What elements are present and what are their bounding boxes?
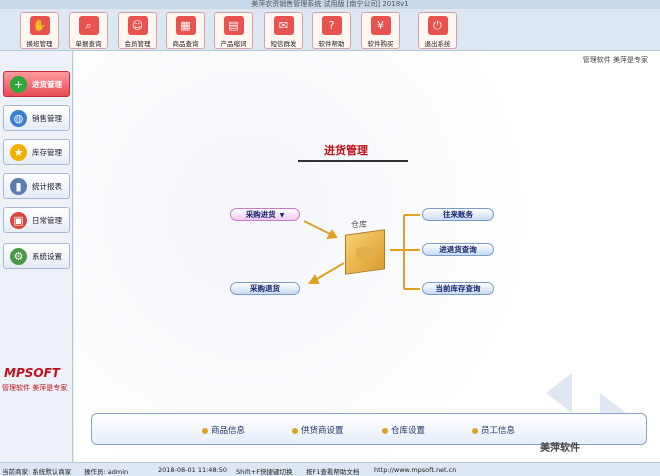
status-hint-shift: Shift+F快捷键切换	[236, 468, 293, 476]
link-warehouse-settings[interactable]: 仓库设置	[382, 424, 425, 436]
arrow-purchase-in-head	[326, 229, 338, 240]
page-title: 进货管理	[324, 144, 368, 157]
stock-query-button[interactable]: 当前库存查询	[422, 282, 494, 295]
toolbar-label: 短信群发	[270, 40, 297, 48]
bullet-icon	[382, 427, 388, 434]
purchase-return-button[interactable]: 采购退货	[230, 282, 300, 295]
bullet-icon	[202, 427, 208, 434]
toolbar-exit-button[interactable]: ⏻ 退出系统	[418, 12, 457, 49]
star-icon: ★	[10, 144, 27, 161]
toolbar-label: 软件购买	[367, 40, 394, 48]
link-staff-info[interactable]: 员工信息	[472, 424, 515, 436]
sidebar-item-daily[interactable]: ▣ 日常管理	[3, 207, 70, 233]
warehouse-label: 仓库	[351, 220, 367, 229]
warehouse-box-icon	[345, 229, 385, 275]
toolbar-product-button[interactable]: ▤ 产品缩词	[214, 12, 253, 49]
sidebar-item-reports[interactable]: ▮ 统计报表	[3, 173, 70, 199]
toolbar-label: 软件帮助	[318, 40, 345, 48]
brand-slogan: 管理软件 美萍是专家	[2, 384, 68, 392]
product-icon: ▤	[223, 16, 244, 35]
sidebar-item-label: 统计报表	[32, 182, 62, 191]
toolbar-label: 单据查询	[75, 40, 102, 48]
purchase-in-label: 采购进货	[245, 210, 276, 219]
sidebar-item-label: 日常管理	[32, 216, 62, 225]
link-label: 仓库设置	[391, 426, 426, 436]
calendar-icon: ▣	[10, 212, 27, 229]
link-label: 员工信息	[481, 426, 516, 436]
window-title: 美萍农资销售管理系统 试用版 [南宁公司] 2018v1	[0, 0, 660, 9]
status-website[interactable]: http://www.mpsoft.net.cn	[374, 466, 457, 474]
toolbar-label: 会员管理	[124, 40, 151, 48]
link-label: 供货商设置	[301, 426, 344, 436]
back-arrow-icon[interactable]	[546, 373, 572, 413]
status-company: 当前商家: 系统默认商家	[2, 468, 72, 476]
sidebar-item-inventory[interactable]: ★ 库存管理	[3, 139, 70, 165]
toolbar-help-button[interactable]: ? 软件帮助	[312, 12, 351, 49]
handshake-icon: ✋	[29, 16, 50, 35]
title-divider	[298, 160, 408, 162]
toolbar-sms-button[interactable]: ✉ 短信群发	[264, 12, 303, 49]
sidebar-item-label: 销售管理	[32, 114, 62, 123]
sms-icon: ✉	[273, 16, 294, 35]
tagline: 管理软件 美萍是专家	[582, 56, 648, 64]
bar-chart-icon: ▮	[10, 178, 27, 195]
toolbar-member-button[interactable]: ☺ 会员管理	[118, 12, 157, 49]
arrow-purchase-return-head	[308, 273, 320, 284]
sidebar-item-label: 库存管理	[32, 148, 62, 157]
watermark: 美萍软件	[540, 443, 580, 454]
status-bar: 当前商家: 系统默认商家 操作员: admin 2018-08-01 11:48…	[0, 462, 660, 476]
link-label: 商品信息	[211, 426, 246, 436]
purchase-icon: ¥	[370, 16, 391, 35]
globe-icon: ◍	[10, 110, 27, 127]
sidebar-item-label: 系统设置	[32, 252, 62, 261]
status-datetime: 2018-08-01 11:48:50	[158, 466, 228, 474]
brand-logo: MPSOFT	[4, 366, 60, 380]
bullet-icon	[292, 427, 298, 434]
gear-icon: ⚙	[10, 248, 27, 265]
member-icon: ☺	[127, 16, 148, 35]
exit-icon: ⏻	[427, 16, 448, 35]
status-hint-help: 按F1查看帮助文档	[306, 468, 360, 476]
toolbar-label: 商品查询	[172, 40, 199, 48]
sidebar-item-label: 进货管理	[32, 80, 62, 89]
toolbar-shift-button[interactable]: ✋ 换班管理	[20, 12, 59, 49]
sidebar-item-settings[interactable]: ⚙ 系统设置	[3, 243, 70, 269]
status-operator: 操作员: admin	[84, 468, 129, 476]
toolbar-label: 退出系统	[424, 40, 451, 48]
sidebar-item-purchase[interactable]: + 进货管理	[3, 71, 70, 97]
link-supplier-settings[interactable]: 供货商设置	[292, 424, 344, 436]
sidebar: + 进货管理 ◍ 销售管理 ★ 库存管理 ▮ 统计报表 ▣ 日常管理 ⚙ 系统设…	[0, 51, 73, 462]
purchase-in-button[interactable]: 采购进货▼	[230, 208, 300, 221]
bullet-icon	[472, 427, 478, 434]
ledger-button[interactable]: 往来账务	[422, 208, 494, 221]
quick-links-bar: 商品信息 供货商设置 仓库设置 员工信息	[91, 413, 647, 445]
magnifier-icon: ⌕	[78, 16, 99, 35]
help-icon: ?	[321, 16, 342, 35]
sidebar-item-sales[interactable]: ◍ 销售管理	[3, 105, 70, 131]
plus-icon: +	[10, 76, 27, 93]
toolbar-label: 产品缩词	[220, 40, 247, 48]
toolbar-purchase-button[interactable]: ¥ 软件购买	[361, 12, 400, 49]
goods-icon: ▦	[175, 16, 196, 35]
toolbar-bill-query-button[interactable]: ⌕ 单据查询	[69, 12, 108, 49]
flow-diagram-lines	[303, 214, 420, 290]
box-face	[356, 246, 372, 261]
toolbar: ✋ 换班管理 ⌕ 单据查询 ☺ 会员管理 ▦ 商品查询 ▤ 产品缩词 ✉ 短信群…	[0, 9, 660, 51]
toolbar-label: 换班管理	[26, 40, 53, 48]
toolbar-goods-query-button[interactable]: ▦ 商品查询	[166, 12, 205, 49]
return-query-button[interactable]: 进退货查询	[422, 243, 494, 256]
main-panel: 管理软件 美萍是专家 进货管理 采购进货▼ 采购退货 仓库 往来账务 进退货查询…	[74, 51, 660, 462]
link-goods-info[interactable]: 商品信息	[202, 424, 245, 436]
chevron-down-icon: ▼	[279, 212, 285, 219]
